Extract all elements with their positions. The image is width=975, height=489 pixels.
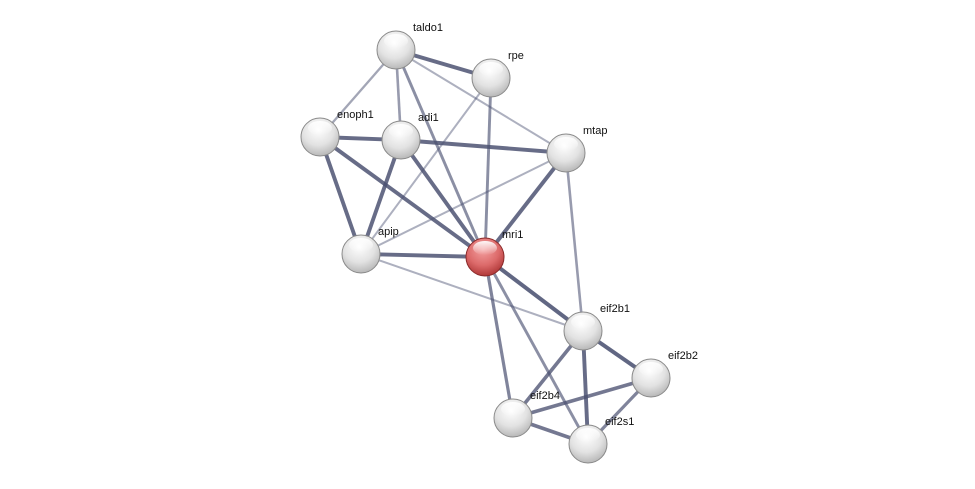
node-taldo1[interactable]: taldo1 <box>376 22 443 70</box>
node-label: eif2s1 <box>605 416 634 428</box>
edge-adi1-mtap[interactable] <box>400 138 567 155</box>
node-label: rpe <box>508 50 524 62</box>
edge-adi1-apip[interactable] <box>359 139 403 255</box>
node-highlight <box>389 124 413 138</box>
node-highlight <box>384 34 408 48</box>
node-highlight <box>349 238 373 252</box>
node-enoph1[interactable]: enoph1 <box>300 109 374 157</box>
node-label: mri1 <box>502 229 523 241</box>
node-label: eif2b1 <box>600 303 630 315</box>
node-highlight <box>639 362 663 376</box>
node-label: apip <box>378 226 399 238</box>
node-highlight <box>576 428 600 442</box>
node-label: eif2b4 <box>530 390 560 402</box>
node-adi1[interactable]: adi1 <box>381 112 439 160</box>
node-rpe[interactable]: rpe <box>471 50 524 98</box>
edge-taldo1-mri1[interactable] <box>394 49 487 258</box>
node-highlight <box>479 62 503 76</box>
node-label: enoph1 <box>337 109 374 121</box>
edge-mri1-eif2b1[interactable] <box>483 255 585 333</box>
edge-mri1-eif2b4[interactable] <box>483 256 515 419</box>
edge-mtap-apip[interactable] <box>360 152 567 255</box>
edge-enoph1-apip[interactable] <box>318 136 363 255</box>
node-highlight <box>554 137 578 151</box>
node-eif2b2[interactable]: eif2b2 <box>631 350 698 398</box>
edge-eif2b2-eif2b4[interactable] <box>512 376 652 420</box>
node-eif2s1[interactable]: eif2s1 <box>568 416 634 464</box>
edge-enoph1-mri1[interactable] <box>318 135 487 259</box>
edge-mtap-mri1[interactable] <box>483 151 568 259</box>
edge-mri1-eif2s1[interactable] <box>483 256 590 445</box>
edge-mtap-eif2b1[interactable] <box>564 152 585 332</box>
node-mtap[interactable]: mtap <box>546 125 607 173</box>
edge-rpe-mri1[interactable] <box>483 77 493 258</box>
node-mri1[interactable]: mri1 <box>465 229 523 277</box>
node-label: taldo1 <box>413 22 443 34</box>
edge-adi1-mri1[interactable] <box>399 138 487 259</box>
node-label: eif2b2 <box>668 350 698 362</box>
edge-taldo1-mtap[interactable] <box>395 49 567 154</box>
node-highlight <box>571 315 595 329</box>
node-eif2b1[interactable]: eif2b1 <box>563 303 630 351</box>
node-eif2b4[interactable]: eif2b4 <box>493 390 560 438</box>
node-label: adi1 <box>418 112 439 124</box>
node-highlight <box>501 402 525 416</box>
edge-rpe-apip[interactable] <box>360 77 492 255</box>
edge-apip-mri1[interactable] <box>360 252 486 259</box>
node-highlight <box>473 241 497 255</box>
node-apip[interactable]: apip <box>341 226 399 274</box>
node-label: mtap <box>583 125 607 137</box>
edge-apip-eif2b1[interactable] <box>360 253 584 332</box>
node-highlight <box>308 121 332 135</box>
